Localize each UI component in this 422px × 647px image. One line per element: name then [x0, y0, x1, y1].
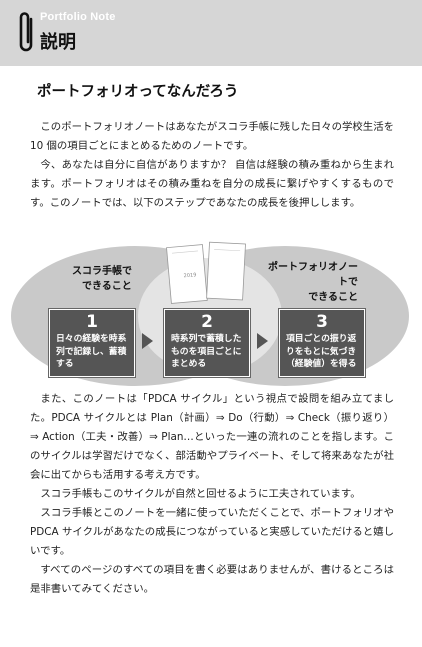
- intro-paragraph: 今、あなたは自分に自信がありますか？ 自信は経験の積み重ねから生まれます。ポート…: [30, 159, 394, 209]
- header-band: Portfolio Note 説明: [0, 0, 422, 66]
- step-arrow-icon: [142, 333, 153, 349]
- paperclip-icon: [19, 12, 33, 52]
- portfolio-label-line2: できること: [308, 292, 358, 303]
- header-eyebrow: Portfolio Note: [40, 11, 116, 23]
- body-paragraph: スコラ手帳とこのノートを一緒に使っていただくことで、ポートフォリオや PDCA …: [30, 507, 394, 557]
- step-text: 時系列で蓄積したものを項目ごとにまとめる: [171, 334, 242, 369]
- body-paragraph: また、このノートは「PDCA サイクル」という視点で設問を組み立てました。PDC…: [30, 393, 394, 481]
- step-box-1: 1 日々の経験を時系列で記録し、蓄積する: [49, 309, 135, 377]
- step-number: 2: [201, 312, 213, 332]
- step-arrow-icon: [257, 333, 268, 349]
- intro-paragraph: このポートフォリオノートはあなたがスコラ手帳に残した日々の学校生活を 10 個の…: [30, 121, 394, 152]
- notebook-right: [206, 241, 246, 301]
- step-text: 項目ごとの振り返りをもとに気づき（経験値）を得る: [286, 334, 357, 369]
- page-title: 説明: [40, 32, 76, 53]
- portfolio-label-line1: ポートフォリオノートで: [268, 262, 358, 288]
- step-box-3: 3 項目ごとの振り返りをもとに気づき（経験値）を得る: [279, 309, 365, 377]
- section-heading: ポートフォリオってなんだろう: [37, 84, 239, 100]
- body-paragraph: スコラ手帳もこのサイクルが自然と回せるように工夫されています。: [40, 488, 361, 500]
- intro-text: このポートフォリオノートはあなたがスコラ手帳に残した日々の学校生活を 10 個の…: [30, 118, 394, 213]
- schola-label-line2: できること: [82, 281, 132, 292]
- schola-label: スコラ手帳で できること: [72, 264, 132, 294]
- schola-label-line1: スコラ手帳で: [72, 266, 132, 277]
- step-number: 3: [316, 312, 328, 332]
- portfolio-label: ポートフォリオノートで できること: [262, 260, 358, 305]
- body-paragraph: すべてのページのすべての項目を書く必要はありませんが、書けるところは是非書いてみ…: [30, 564, 394, 595]
- notebook-left: [166, 244, 208, 304]
- step-text: 日々の経験を時系列で記録し、蓄積する: [56, 334, 127, 369]
- step-box-2: 2 時系列で蓄積したものを項目ごとにまとめる: [164, 309, 250, 377]
- step-number: 1: [86, 312, 98, 332]
- body-text: また、このノートは「PDCA サイクル」という視点で設問を組み立てました。PDC…: [30, 390, 394, 599]
- notebook-cover-text: 2019: [183, 272, 196, 279]
